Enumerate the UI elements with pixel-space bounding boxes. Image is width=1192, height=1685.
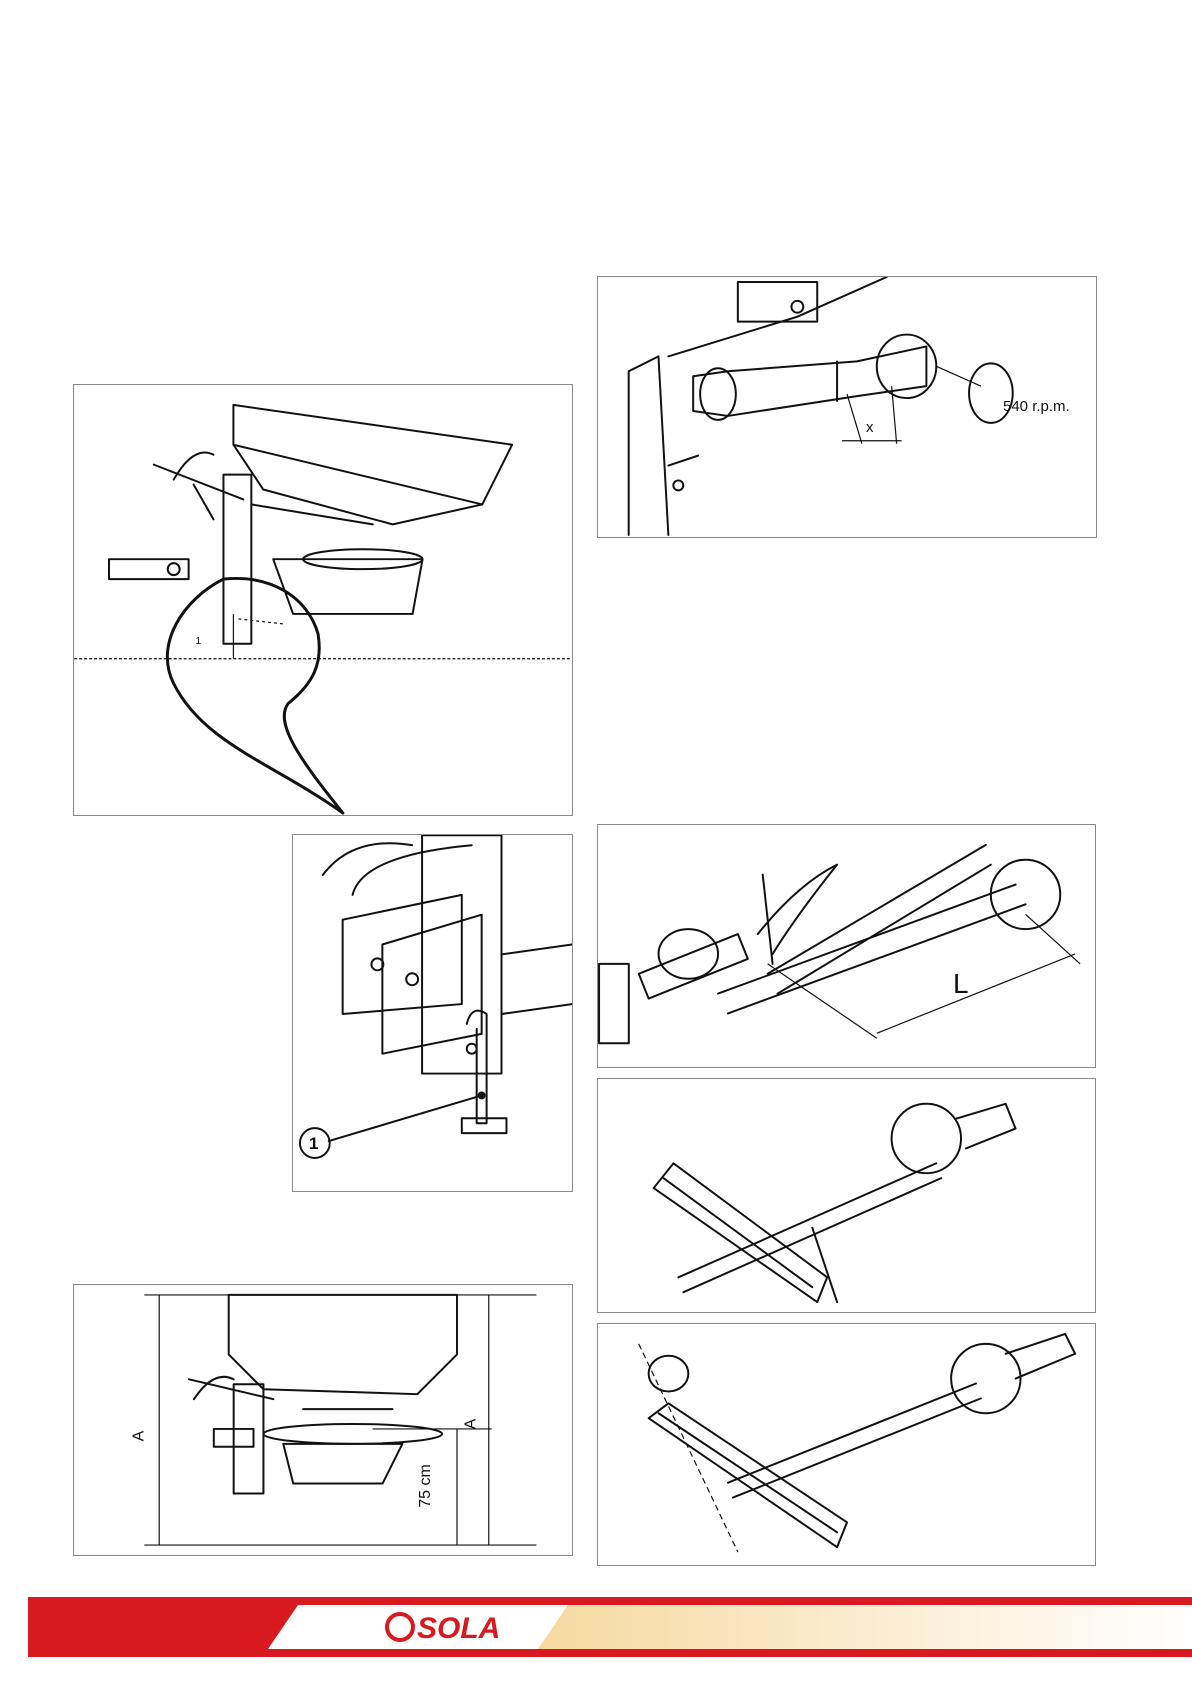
- spreader-plow-illustration: 1: [74, 385, 572, 815]
- footer-graphic: SOLA: [28, 1597, 1192, 1657]
- pto-length-l-label: L: [953, 968, 969, 1000]
- figure-saw-shaft: [597, 1078, 1096, 1313]
- figure-hitch-stand: 1: [292, 834, 573, 1192]
- height-a-right: A: [462, 1419, 480, 1430]
- height-75cm: 75 cm: [417, 1464, 435, 1508]
- pto-rpm-label: 540 r.p.m.: [1003, 398, 1070, 415]
- figure-pto-length: L: [597, 824, 1096, 1068]
- height-a-left: A: [130, 1431, 148, 1442]
- figure-height: A A 75 cm: [73, 1284, 573, 1556]
- height-illustration: [74, 1285, 572, 1555]
- pto-length-illustration: [598, 825, 1095, 1067]
- hitch-stand-illustration: [293, 835, 572, 1191]
- plow-callout: 1: [196, 636, 202, 647]
- stand-callout: 1: [309, 1134, 318, 1154]
- figure-pto-speed: 540 r.p.m. x: [597, 276, 1097, 538]
- pto-x-label: x: [866, 419, 874, 436]
- cut-tube-illustration: [598, 1324, 1095, 1565]
- figure-spreader-plow: 1: [73, 384, 573, 816]
- footer-band: SOLA: [28, 1597, 1192, 1657]
- brand-logo: SOLA: [417, 1612, 500, 1645]
- figure-cut-tube: [597, 1323, 1096, 1566]
- saw-shaft-illustration: [598, 1079, 1095, 1312]
